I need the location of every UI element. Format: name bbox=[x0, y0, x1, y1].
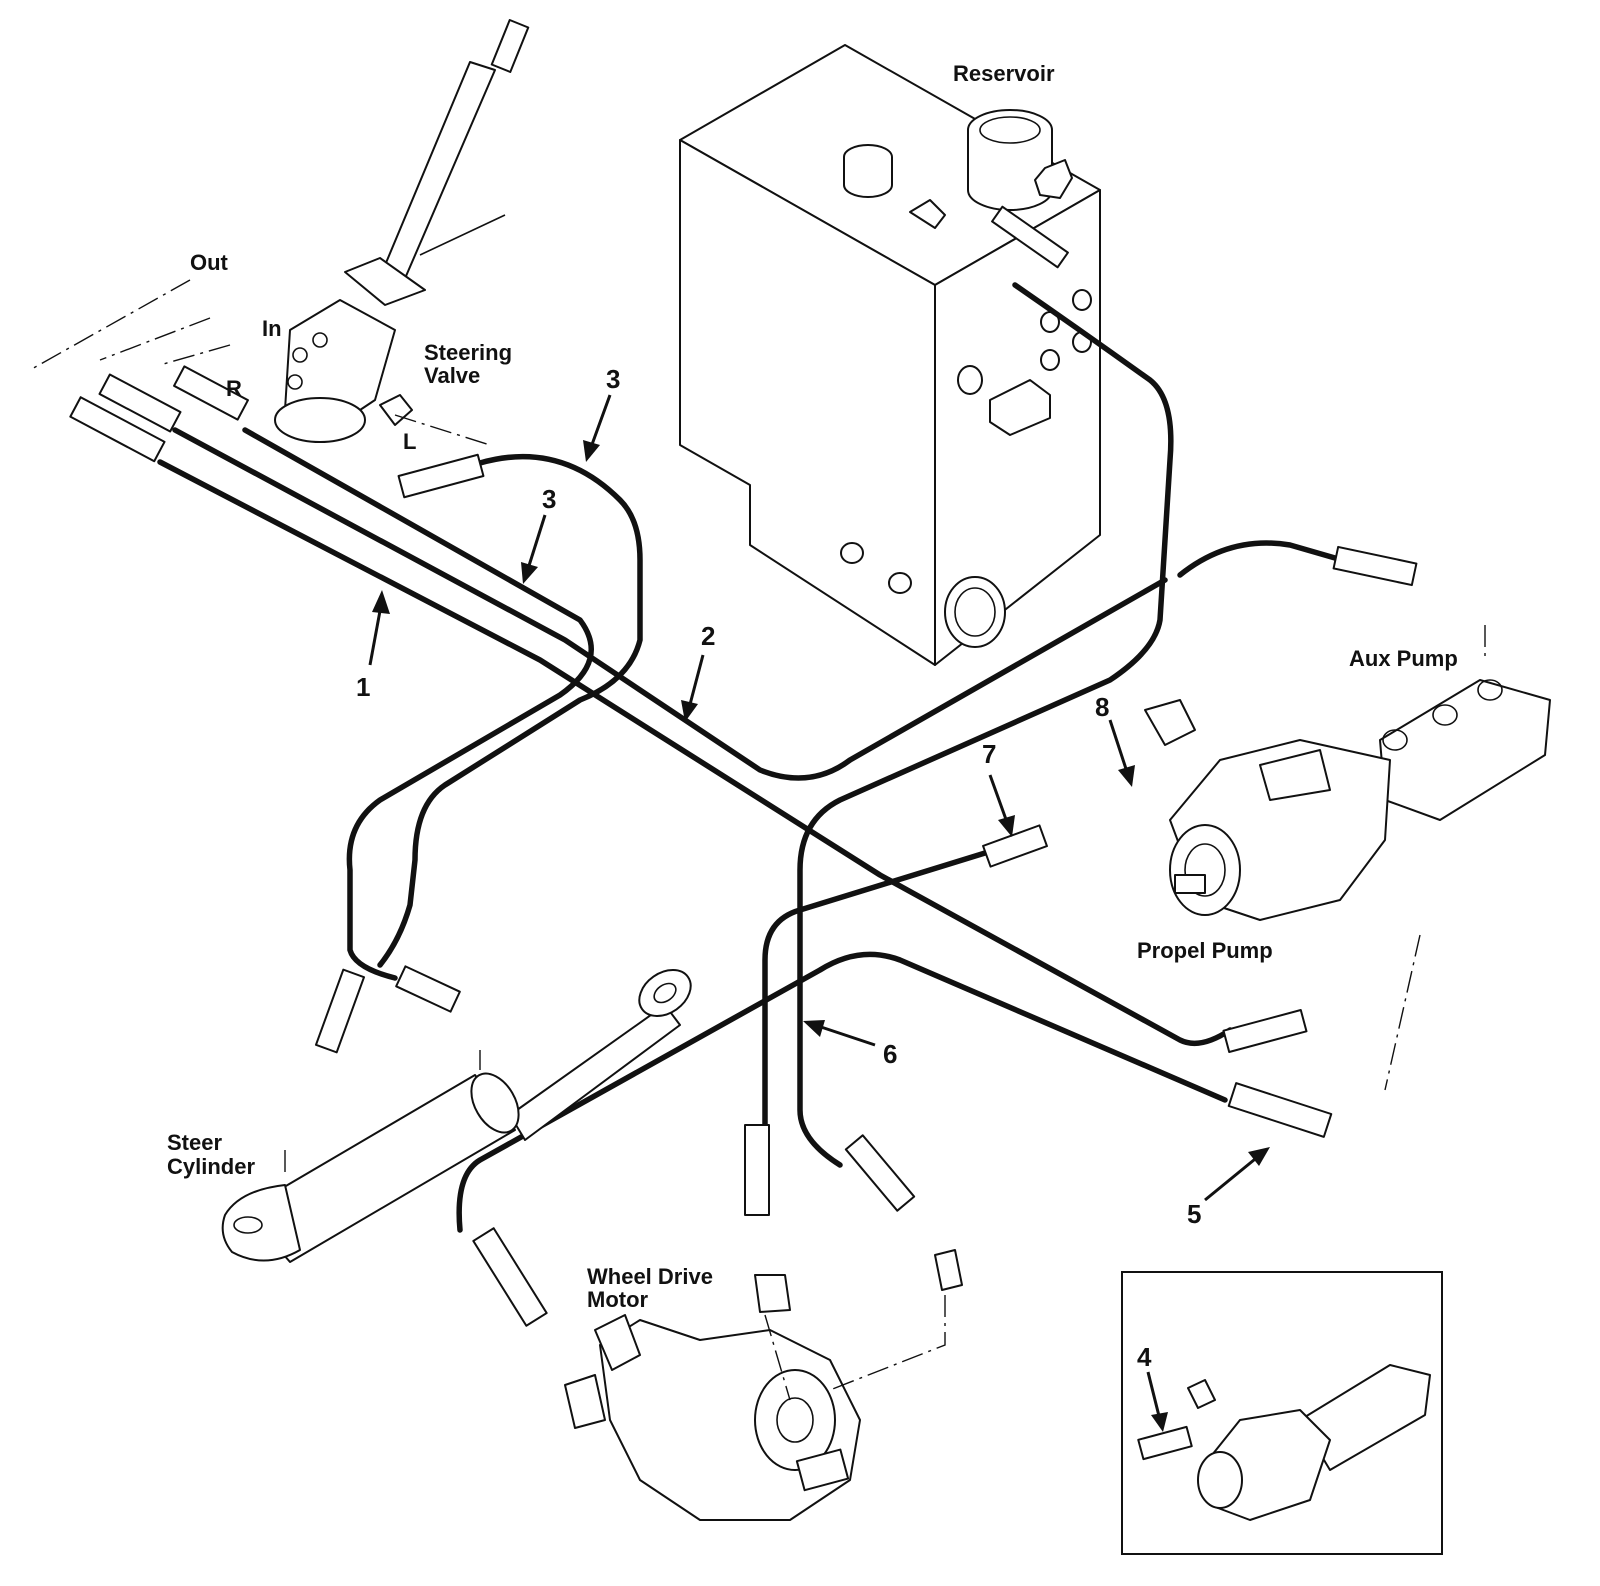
dash-lines bbox=[29, 279, 1486, 1401]
callout-1: 1 bbox=[356, 672, 370, 702]
label-steer-cylinder-1: Steer bbox=[167, 1130, 222, 1155]
hose-3b bbox=[377, 453, 643, 968]
callout-2: 2 bbox=[701, 621, 715, 651]
hose-7 bbox=[762, 850, 988, 1128]
callout-3a: 3 bbox=[606, 364, 620, 394]
steering-valve bbox=[274, 19, 530, 443]
callout-8: 8 bbox=[1095, 692, 1109, 722]
hoses bbox=[157, 282, 1338, 1233]
callout-5: 5 bbox=[1187, 1199, 1201, 1229]
label-aux-pump: Aux Pump bbox=[1349, 646, 1458, 671]
label-wheel-drive-motor-1: Wheel Drive bbox=[587, 1264, 713, 1289]
hose-fittings bbox=[69, 205, 1418, 1327]
wheel-drive-motor bbox=[564, 1249, 963, 1521]
label-propel-pump: Propel Pump bbox=[1137, 938, 1273, 963]
reservoir bbox=[679, 44, 1101, 666]
callout-6: 6 bbox=[883, 1039, 897, 1069]
inset-box bbox=[1121, 1271, 1443, 1555]
label-port-r: R bbox=[226, 376, 242, 401]
hose-5 bbox=[456, 951, 1228, 1233]
label-reservoir: Reservoir bbox=[953, 61, 1055, 86]
callout-arrows bbox=[368, 394, 1270, 1432]
hose-2 bbox=[172, 427, 1168, 781]
steer-cylinder bbox=[221, 969, 692, 1263]
callout-4: 4 bbox=[1137, 1342, 1152, 1372]
hose-3a bbox=[242, 427, 594, 981]
callout-7: 7 bbox=[982, 739, 996, 769]
label-port-out: Out bbox=[190, 250, 229, 275]
label-steer-cylinder-2: Cylinder bbox=[167, 1154, 255, 1179]
label-steering-valve-1: Steering bbox=[424, 340, 512, 365]
label-port-l: L bbox=[403, 429, 416, 454]
hose-1 bbox=[157, 459, 1233, 1047]
hose-6 bbox=[797, 282, 1174, 1168]
callout-3b: 3 bbox=[542, 484, 556, 514]
label-steering-valve-2: Valve bbox=[424, 363, 480, 388]
propel-pump bbox=[1144, 679, 1551, 921]
label-port-in: In bbox=[262, 316, 282, 341]
label-wheel-drive-motor-2: Motor bbox=[587, 1287, 649, 1312]
